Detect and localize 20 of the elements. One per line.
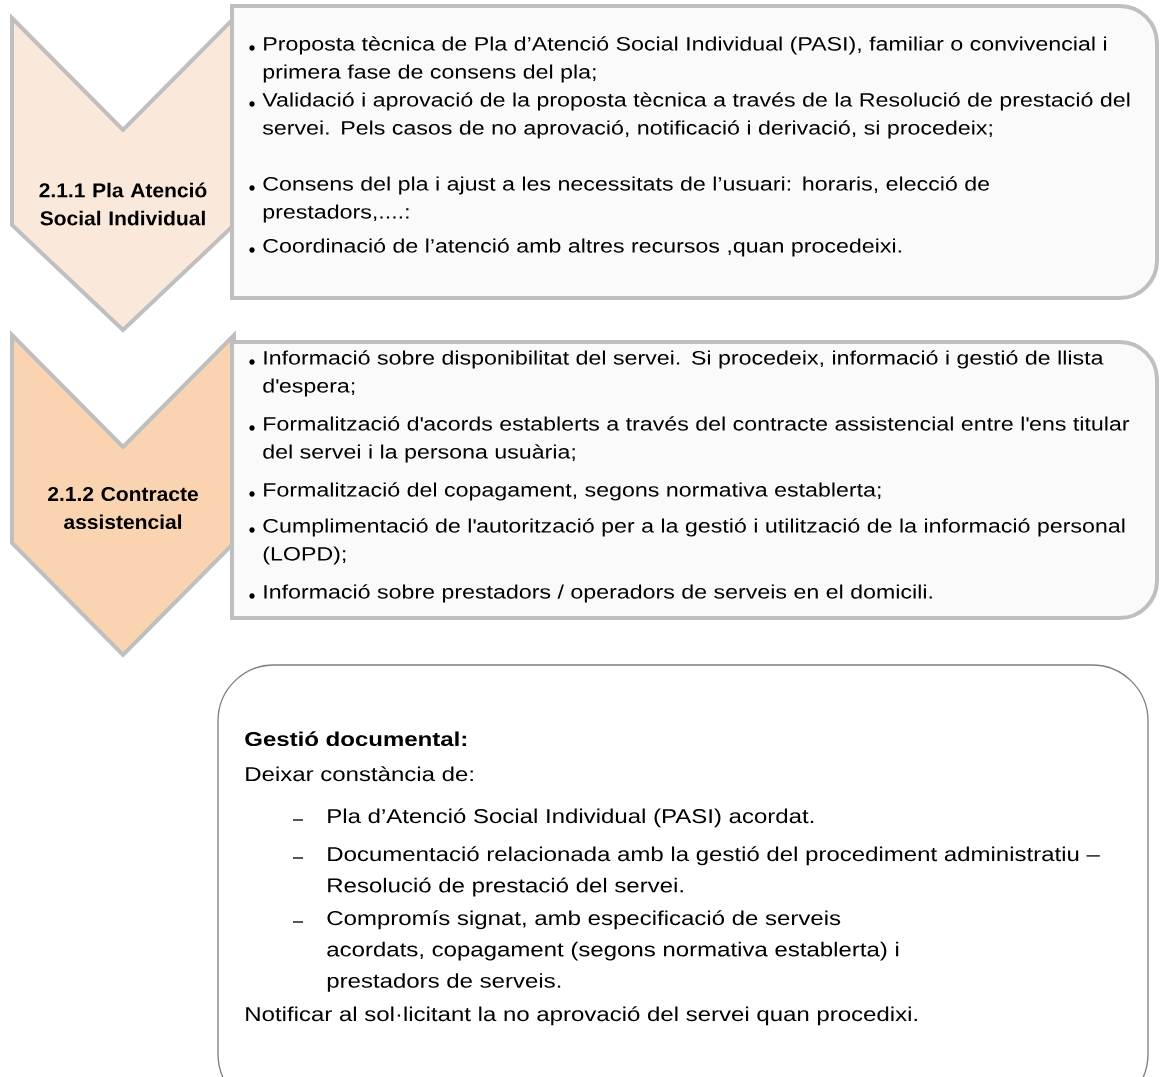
chevron-label: 2.1.1 Pla Atenció Social Individual [10,13,236,333]
bullet-item: Cumplimentació de l'autorització per a la gestió i utilització de la informació personal (LOPD); [249,518,1125,565]
bullet-item: Consens del pla i ajust a les necessitats de l’usuari: horaris, elecció de prestadors,....: [249,176,990,223]
text-panel [230,4,1159,300]
bullet-item: Validació i aprovació de la proposta tècnica a través de la Resolució de prestació del servei. Pels casos de no aprovació, notificació i derivació, si procedeix; [249,92,1130,139]
note-panel [217,664,1149,1077]
dash-item: Documentació relacionada amb la gestió del procediment administratiu –Resolució de prestació del servei. [292,846,1100,897]
bullet-item: Informació sobre disponibilitat del servei. Si procedeix, informació i gestió de llista d'espera; [249,350,1104,397]
bullet-item: Formalització del copagament, segons normativa establerta; [249,482,881,501]
bullet-item: Proposta tècnica de Pla d’Atenció Social Individual (PASI), familiar o convivencial i primera fase de consens del pla; [249,36,1107,83]
bullet-item: Coordinació de l’atenció amb altres recursos ,quan procedeixi. [249,238,901,257]
note-text: Deixar constància de: [246,766,473,782]
note-text: Notificar al sol·licitant la no aprovació del servei quan procedixi. [246,1006,917,1026]
text-panel [230,340,1159,620]
dash-item: Compromís signat, amb especificació de serveis acordats, copagament (segons normativa establerta) i prestadors de serveis. [292,910,899,992]
bullet-item: Informació sobre prestadors / operadors de serveis en el domicili. [249,584,932,603]
dash-item: Pla d’Atenció Social Individual (PASI) acordat. [292,808,814,828]
chevron-label: 2.1.2 Contracte assistencial [10,330,236,658]
bullet-item: Formalització d'acords establerts a través del contracte assistencial entre l'ens titular del servei i la persona usuària; [249,416,1130,463]
heading: Gestió documental: [245,731,466,747]
